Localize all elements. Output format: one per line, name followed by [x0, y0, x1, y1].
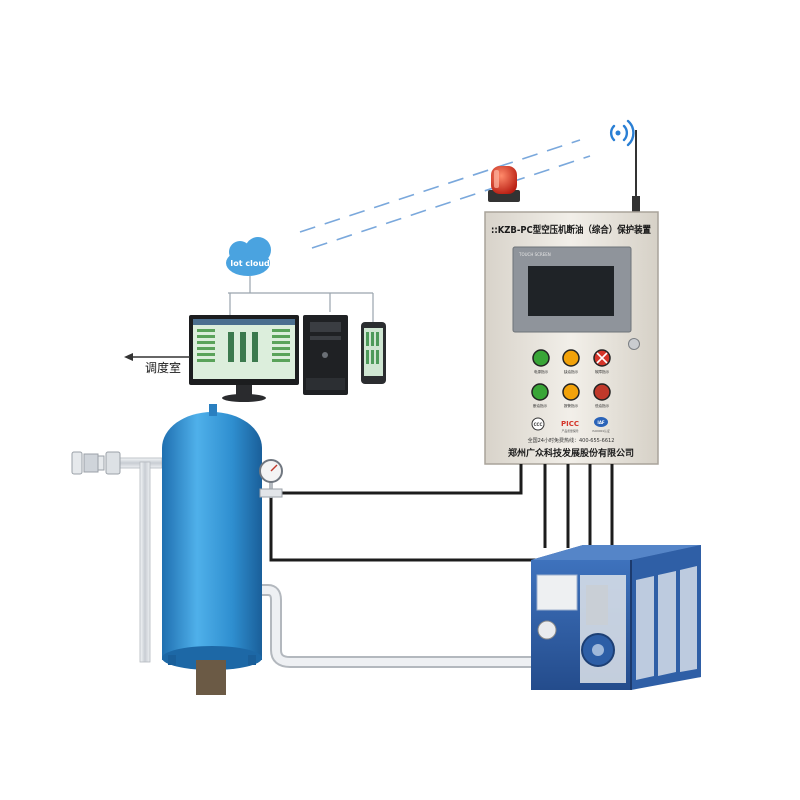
indicator-light	[562, 383, 580, 401]
indicator-label: 低油指示	[595, 403, 610, 408]
indicator-light	[532, 349, 550, 367]
indicator-light	[531, 383, 549, 401]
indicator-row-bottom: 断油指示 报警指示 低油指示	[531, 383, 611, 408]
monitoring-computer: Iot cloud 调度室	[124, 237, 386, 402]
hotline-text: 全国24小时免费热线：400-655-6612	[528, 437, 615, 444]
cabinet-title-prefix: ::	[491, 225, 498, 236]
cloud-label: Iot cloud	[230, 259, 270, 268]
protection-cabinet: ::KZB-PC型空压机断油（综合）保护装置 TOUCH SCREEN 电源指示…	[484, 211, 659, 465]
phone-icon	[361, 322, 386, 384]
alarm-beacon-icon	[488, 166, 520, 202]
inlet-pipe	[71, 451, 163, 663]
air-tank	[162, 404, 262, 695]
cabinet-title-text: KZB-PC型空压机断油（综合）保护装置	[498, 224, 652, 236]
outlet-pipe	[262, 584, 555, 669]
arrow-left-icon	[124, 353, 190, 361]
valve-icon	[71, 451, 121, 475]
cert-iaf-label: IAF	[597, 420, 605, 425]
cloud-icon: Iot cloud	[226, 237, 271, 276]
air-compressor	[531, 545, 701, 690]
company-name: 郑州广众科技发展股份有限公司	[508, 447, 634, 459]
cert-iaf-sublabel: ISO9001认证	[592, 429, 610, 433]
pressure-gauge-icon	[259, 459, 283, 498]
indicator-light	[593, 383, 611, 401]
cert-ccc-label: CCC	[534, 422, 543, 427]
indicator-label: 故障指示	[595, 369, 610, 374]
wireless-signal-icon	[609, 119, 635, 147]
indicator-label: 报警指示	[564, 403, 579, 408]
indicator-label: 断油指示	[533, 403, 548, 408]
screen-caption: TOUCH SCREEN	[518, 252, 551, 257]
antenna-icon	[632, 130, 640, 212]
wireless-signal-lines	[299, 139, 591, 249]
indicator-row-top: 电源指示 缺油指示 故障指示	[532, 349, 611, 374]
monitor-icon	[189, 315, 299, 402]
indicator-light	[562, 349, 580, 367]
signal-wires	[269, 464, 614, 562]
cert-picc-label: PICC	[561, 420, 579, 428]
cabinet-title: ::KZB-PC型空压机断油（综合）保护装置	[491, 224, 651, 236]
certification-logos: CCC PICC 产品质量保险 IAF ISO9001认证	[531, 417, 610, 433]
indicator-label: 缺油指示	[564, 369, 579, 374]
indicator-label: 电源指示	[534, 369, 549, 374]
pc-tower-icon	[303, 315, 348, 395]
key-switch[interactable]	[628, 338, 640, 350]
dispatch-room-label: 调度室	[145, 360, 181, 375]
cert-picc-sublabel: 产品质量保险	[562, 429, 579, 433]
touch-screen[interactable]	[528, 266, 614, 316]
